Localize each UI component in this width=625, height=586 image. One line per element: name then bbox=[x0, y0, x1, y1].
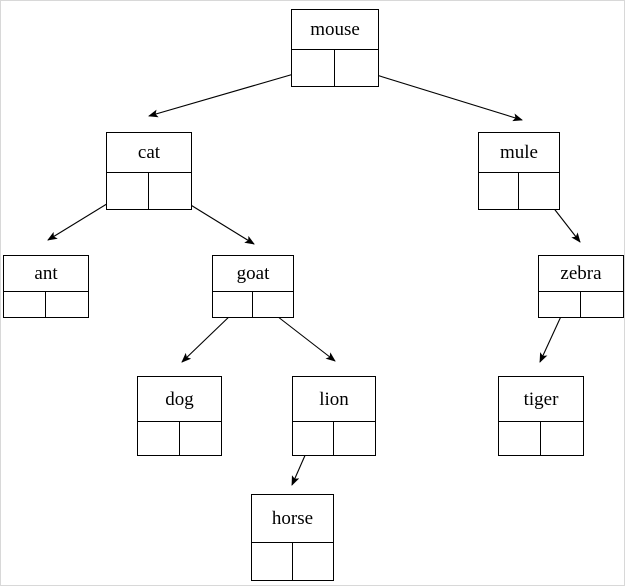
node-pointers-mouse bbox=[292, 50, 378, 86]
tree-node-cat: cat bbox=[106, 132, 192, 210]
node-pointers-cat bbox=[107, 173, 191, 209]
edge-mouse-left-to-cat bbox=[148, 68, 312, 118]
node-right-pointer-zebra bbox=[581, 292, 623, 317]
node-pointers-horse bbox=[252, 543, 333, 580]
node-right-pointer-cat bbox=[149, 173, 191, 209]
node-label-goat: goat bbox=[213, 256, 293, 292]
node-left-pointer-lion bbox=[293, 422, 334, 455]
node-pointers-ant bbox=[4, 292, 88, 317]
node-left-pointer-goat bbox=[213, 292, 253, 317]
node-label-lion: lion bbox=[293, 377, 375, 422]
tree-node-mule: mule bbox=[478, 132, 560, 210]
node-label-cat: cat bbox=[107, 133, 191, 173]
edge-goat-right-to-lion bbox=[272, 312, 336, 362]
node-left-pointer-zebra bbox=[539, 292, 581, 317]
node-left-pointer-horse bbox=[252, 543, 293, 580]
tree-node-horse: horse bbox=[251, 494, 334, 581]
node-right-pointer-lion bbox=[334, 422, 375, 455]
edge-mouse-right-to-mule bbox=[356, 68, 523, 122]
node-label-dog: dog bbox=[138, 377, 221, 422]
edge-goat-left-to-dog bbox=[181, 312, 234, 363]
node-right-pointer-goat bbox=[253, 292, 293, 317]
node-left-pointer-ant bbox=[4, 292, 46, 317]
tree-node-ant: ant bbox=[3, 255, 89, 318]
tree-node-goat: goat bbox=[212, 255, 294, 318]
node-pointers-zebra bbox=[539, 292, 623, 317]
node-pointers-tiger bbox=[499, 422, 583, 455]
node-pointers-mule bbox=[479, 173, 559, 209]
node-label-zebra: zebra bbox=[539, 256, 623, 292]
node-pointers-goat bbox=[213, 292, 293, 317]
node-left-pointer-mouse bbox=[292, 50, 335, 86]
node-right-pointer-horse bbox=[293, 543, 334, 580]
tree-node-tiger: tiger bbox=[498, 376, 584, 456]
node-label-horse: horse bbox=[252, 495, 333, 543]
node-label-mouse: mouse bbox=[292, 10, 378, 50]
node-right-pointer-tiger bbox=[541, 422, 583, 455]
node-left-pointer-dog bbox=[138, 422, 180, 455]
node-left-pointer-mule bbox=[479, 173, 519, 209]
edge-zebra-left-to-tiger bbox=[539, 311, 564, 363]
tree-node-lion: lion bbox=[292, 376, 376, 456]
node-right-pointer-mouse bbox=[335, 50, 378, 86]
node-label-mule: mule bbox=[479, 133, 559, 173]
node-right-pointer-ant bbox=[46, 292, 88, 317]
tree-node-dog: dog bbox=[137, 376, 222, 456]
node-right-pointer-mule bbox=[519, 173, 559, 209]
node-left-pointer-cat bbox=[107, 173, 149, 209]
tree-node-mouse: mouse bbox=[291, 9, 379, 87]
node-label-tiger: tiger bbox=[499, 377, 583, 422]
node-label-ant: ant bbox=[4, 256, 88, 292]
node-pointers-lion bbox=[293, 422, 375, 455]
node-left-pointer-tiger bbox=[499, 422, 541, 455]
tree-node-zebra: zebra bbox=[538, 255, 624, 318]
node-pointers-dog bbox=[138, 422, 221, 455]
node-right-pointer-dog bbox=[180, 422, 222, 455]
